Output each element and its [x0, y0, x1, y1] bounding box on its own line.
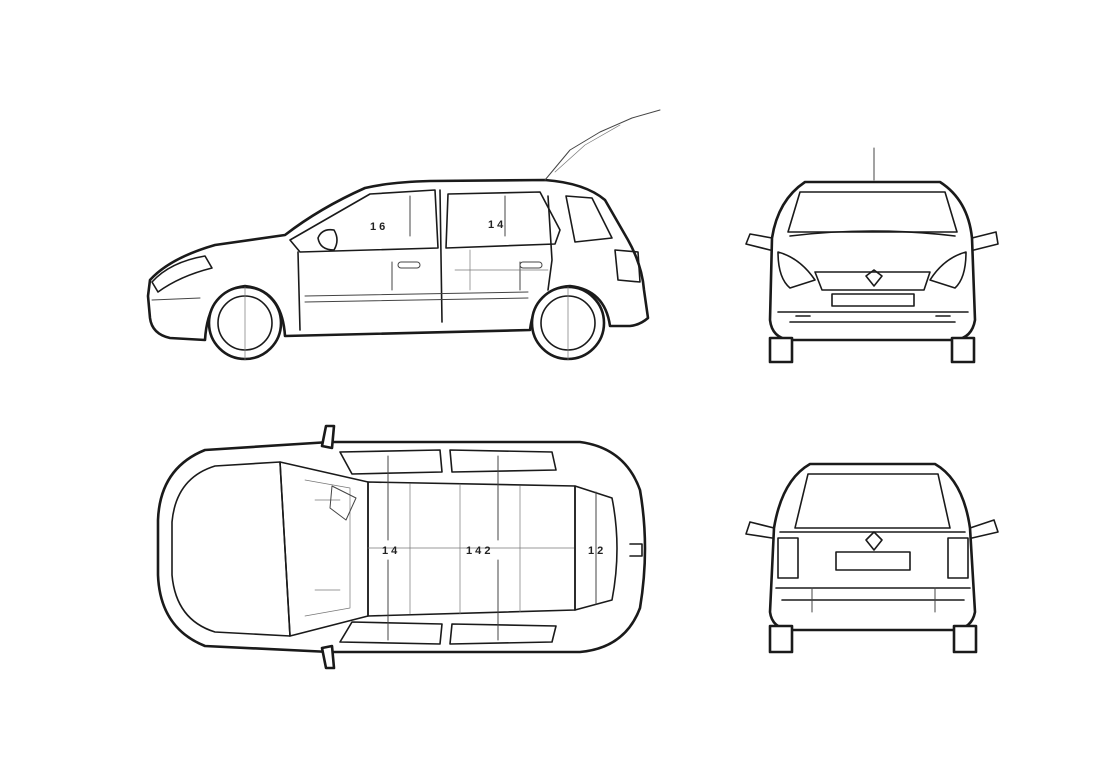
- front-mirror-right: [971, 231, 999, 251]
- front-plate: [831, 293, 915, 307]
- side-front-handle: [397, 261, 421, 269]
- rear-bumper-marks: [811, 587, 936, 613]
- side-label-front: 1 6: [370, 221, 385, 233]
- rear-tire-left: [768, 624, 794, 654]
- top-hood: [171, 461, 291, 637]
- front-grille: [814, 271, 931, 291]
- side-bumper-line: [151, 297, 201, 301]
- side-antenna: [544, 109, 661, 181]
- top-window-left-front: [339, 449, 443, 475]
- front-view: [745, 147, 999, 364]
- top-window-right-front: [339, 621, 443, 645]
- top-label-front: 1 4: [382, 545, 398, 557]
- side-front-window: [289, 189, 439, 253]
- top-window-left-rear: [449, 449, 557, 473]
- front-tire-right: [950, 336, 976, 364]
- rear-view: [745, 462, 999, 654]
- rear-plate: [835, 551, 911, 571]
- side-rear-window: [445, 191, 561, 249]
- rear-tire-right: [952, 624, 978, 654]
- top-dimension-lines: [387, 455, 597, 641]
- front-bumper-lines: [777, 311, 969, 323]
- top-roof-construction: [367, 483, 576, 615]
- side-mirror: [317, 228, 338, 251]
- side-wheel-axis: [244, 286, 569, 361]
- side-label-rear: 1 4: [488, 219, 504, 231]
- front-tire-left: [768, 336, 794, 364]
- rear-taillight-right: [947, 537, 969, 579]
- top-interior-sketch: [304, 479, 351, 617]
- side-front-door-edge: [297, 251, 301, 331]
- side-quarter-window: [565, 195, 613, 243]
- rear-taillight-left: [777, 537, 799, 579]
- side-rub-strip: [304, 291, 529, 297]
- top-body-outline: [156, 440, 647, 654]
- side-dimension-lines: [391, 195, 521, 291]
- rear-mirror-left: [745, 521, 775, 539]
- rear-badge: [865, 531, 883, 551]
- top-mirror-right: [320, 644, 336, 670]
- rear-window: [794, 473, 951, 529]
- front-headlight-right: [929, 251, 967, 289]
- side-view: 1 6 1 4: [146, 109, 661, 361]
- rear-mirror-right: [969, 519, 999, 539]
- top-wiper: [329, 485, 357, 521]
- top-view: 1 4 1 4 2 1 2: [156, 424, 647, 670]
- front-headlight-left: [777, 251, 816, 289]
- side-antenna-sketch: [554, 124, 621, 173]
- top-rear-window: [574, 485, 618, 611]
- front-badge: [865, 269, 883, 287]
- top-mirror-left: [320, 424, 336, 450]
- top-rear-lamp: [629, 543, 643, 557]
- front-mirror-left: [745, 233, 773, 251]
- side-rear-door-edge: [547, 195, 553, 291]
- side-headlight: [151, 255, 213, 293]
- top-label-rear: 1 2: [588, 545, 603, 557]
- side-taillight: [614, 249, 641, 283]
- top-window-right-rear: [449, 623, 557, 645]
- side-construction-lines: [454, 249, 549, 291]
- top-label-mid: 1 4 2: [466, 545, 490, 557]
- front-hood-line: [789, 230, 956, 237]
- side-rub-strip-lower: [304, 297, 529, 303]
